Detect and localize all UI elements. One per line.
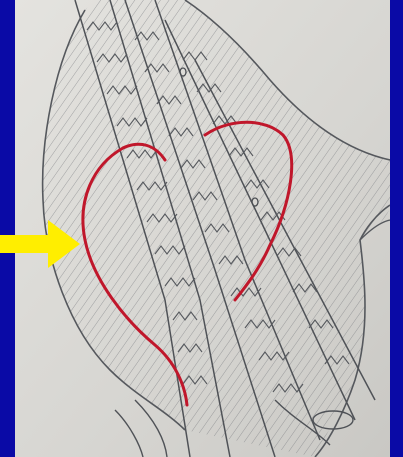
arrow-right-icon [0,218,82,270]
